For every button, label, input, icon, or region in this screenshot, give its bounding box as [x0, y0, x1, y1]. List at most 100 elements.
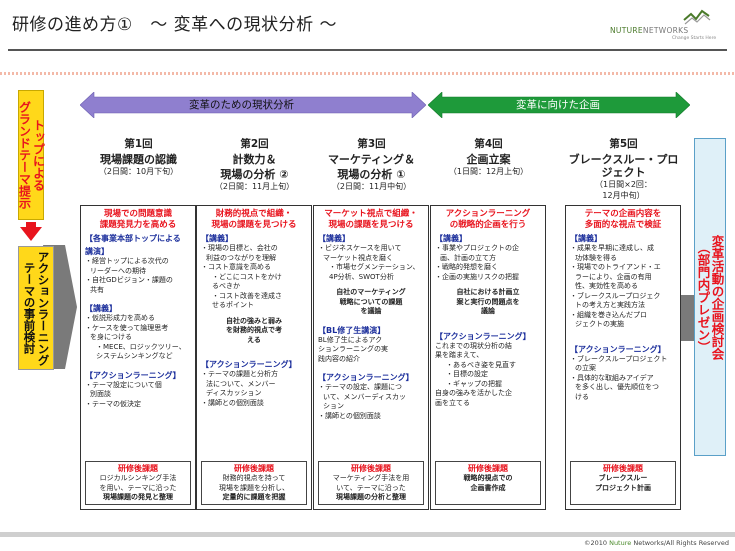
panel-line: ・戦略的発想を磨く [435, 263, 498, 271]
task-line: 現場課題の分析と整理 [336, 493, 406, 501]
task-line: ブレークスルー [598, 474, 648, 482]
section-heading: 【アクションラーニング】 [570, 344, 666, 354]
section-heading: 講演】 [85, 247, 109, 256]
session-name: 計数力＆ [232, 153, 277, 166]
panel-heading: 多面的な視点で検証 [584, 220, 662, 230]
session-date: （2日間：11月上旬） [214, 182, 295, 191]
panel-line: 自社の強みと弱み [226, 316, 282, 325]
panel-line: ・ケースを使って論理思考 [85, 323, 169, 332]
panel-line: ・コスト意識を高める [201, 263, 271, 271]
spacer [318, 364, 424, 370]
company-logo: NUTURENETWORKS Change Starts Here [610, 6, 725, 42]
pre-theme-box: アクションラーニング テーマの事前検討 [18, 246, 54, 370]
post-training-task: 研修後課題戦略的視点での企画書作成 [435, 461, 541, 505]
panel-line: ・企画の実施リスクの把握 [435, 272, 519, 281]
panel-line: 果を踏まえて、 [435, 351, 484, 359]
session-number: 第2回 [240, 138, 269, 150]
panel-line: ・MECE、ロジックツリー、 [96, 342, 186, 351]
session-date: （1日間×2回： [595, 180, 652, 189]
section-heading: 【講義】 [201, 234, 233, 243]
task-line: 財務的視点を持って [222, 474, 286, 482]
panel-line: 画を立てる [435, 398, 470, 407]
session-header: 第3回マーケティング＆現場の分析 ①（2日間：11月中旬） [313, 136, 430, 204]
panel-line: ・事業やプロジェクトの企 [435, 244, 519, 252]
panel-heading: 現場の課題を見つける [211, 220, 297, 230]
section-heading: 【講義】 [318, 234, 350, 243]
panel-line: ・テーマの仮決定 [85, 399, 141, 408]
panel-line: ・自社GDビジョン・課題の [85, 276, 173, 284]
panel-line: ラーにより、企画の有用 [575, 272, 652, 281]
session-header: 第2回計数力＆現場の分析 ②（2日間：11月上旬） [196, 136, 313, 204]
analysis-phase-arrow [80, 92, 426, 118]
panel-line: ・テーマの課題と分析方 [201, 370, 278, 378]
panel-line: ・講師との個別面談 [201, 398, 264, 407]
page-title: 研修の進め方① ～ 変革への現状分析 ～ [12, 15, 338, 35]
panel-line: ・テーマの設定、課題につ [318, 383, 402, 391]
session-panel: 現場での問題意識課題発見力を高める【各事業本部トップによる講演】・経営トップによ… [80, 205, 196, 510]
section-heading: 【講義】 [570, 234, 602, 243]
logo-tagline: Change Starts Here [672, 36, 717, 41]
panel-line: ・テーマ設定について個 [85, 380, 162, 389]
panel-line: 性、実効性を高める [575, 282, 638, 290]
spacer [435, 323, 541, 329]
post-training-task: 研修後課題ブレークスループロジェクト計画 [570, 461, 676, 505]
section-heading: 【アクションラーニング】 [435, 331, 531, 341]
session-date: 12月中旬） [602, 191, 645, 200]
task-line: 企画書作成 [470, 483, 506, 492]
session-panel: アクションラーニングの戦略的企画を行う【講義】・事業やプロジェクトの企画、計画の… [430, 205, 546, 510]
panel-heading: マーケット視点で組織・ [324, 209, 418, 219]
panel-line: 践内容の紹介 [318, 354, 360, 363]
session-date: （2日間：11月中旬） [331, 182, 412, 191]
task-line: 現場を課題を分析し、 [219, 483, 289, 492]
panel-line: 議論 [481, 307, 495, 315]
panel-line: ・あるべき姿を見直す [446, 360, 516, 369]
panel-line: を財務的視点で考 [226, 326, 282, 334]
header-stripe [0, 72, 735, 75]
panel-line: ・ギャップの把握 [446, 379, 502, 388]
panel-line: ・仮説形成力を高める [85, 314, 155, 322]
panel-line: を議論 [360, 307, 382, 315]
panel-line: ・市場セグメンテーション、 [329, 263, 420, 271]
task-line: ロジカルシンキング手法 [99, 474, 177, 482]
panel-line: ・講師との個別面談 [318, 411, 381, 420]
panel-line: の立案 [575, 364, 596, 372]
section-heading: 【アクションラーニング】 [201, 360, 297, 369]
section-heading: 【各事業本部トップによる [85, 234, 181, 243]
section-heading: 【アクションラーニング】 [85, 370, 181, 380]
panel-line: ・ブレークスループロジェク [570, 291, 661, 300]
panel-line: ション [323, 402, 344, 410]
panel-line: いて、メンバーディスカッ [323, 392, 406, 401]
task-heading: 研修後課題 [603, 464, 643, 473]
top-theme-box: トップによる グランドテーマ提示 [18, 90, 46, 220]
panel-line: ・どこにコストをかけ [212, 272, 282, 281]
task-line: を用い、テーマに沿った [99, 483, 177, 492]
planning-phase-label: 変革に向けた企画 [516, 99, 600, 111]
panel-line: マーケット視点を磨く [323, 253, 393, 262]
section-heading: 【講義】 [435, 234, 467, 243]
session-name: ブレークスルー・プロジェクト [568, 153, 679, 179]
panel-line: ジェクトの実施 [575, 320, 624, 328]
task-heading: 研修後課題 [351, 464, 391, 473]
panel-line: 案と実行の問題点を [456, 297, 520, 306]
section-heading: 【講義】 [85, 304, 117, 313]
post-training-task: 研修後課題ロジカルシンキング手法を用い、テーマに沿った現場課題の発見と整理 [85, 461, 191, 505]
panel-line: 法について、メンバー [206, 379, 276, 388]
session-number: 第3回 [357, 138, 386, 150]
session-panel: 財務的視点で組織・現場の課題を見つける【講義】・現場の目標と、会社の利益のつなが… [196, 205, 312, 510]
session-number: 第4回 [474, 138, 503, 150]
panel-line: ける [575, 392, 589, 401]
spacer [201, 351, 307, 357]
section-heading: 【アクションラーニング】 [318, 373, 414, 382]
session-number: 第5回 [609, 138, 638, 150]
panel-line: 4P分析、SWOT分析 [329, 272, 394, 281]
task-line: いて、テーマに沿った [336, 483, 406, 492]
session-name: マーケティング＆ [327, 153, 416, 166]
panel-line: を身につける [90, 333, 132, 341]
panel-heading: アクションラーニング [445, 209, 531, 219]
task-line: 現場課題の発見と整理 [103, 493, 173, 501]
analysis-phase-label: 変革のための現状分析 [189, 99, 294, 111]
planning-review-box: 変革活動の企画検討会 （部門内プレゼン） [694, 138, 726, 456]
panel-line: トの考え方と実践方法 [575, 301, 645, 309]
panel-line: るべきか [212, 282, 240, 290]
post-training-task: 研修後課題財務的視点を持って現場を課題を分析し、定量的に課題を把握 [201, 461, 307, 505]
